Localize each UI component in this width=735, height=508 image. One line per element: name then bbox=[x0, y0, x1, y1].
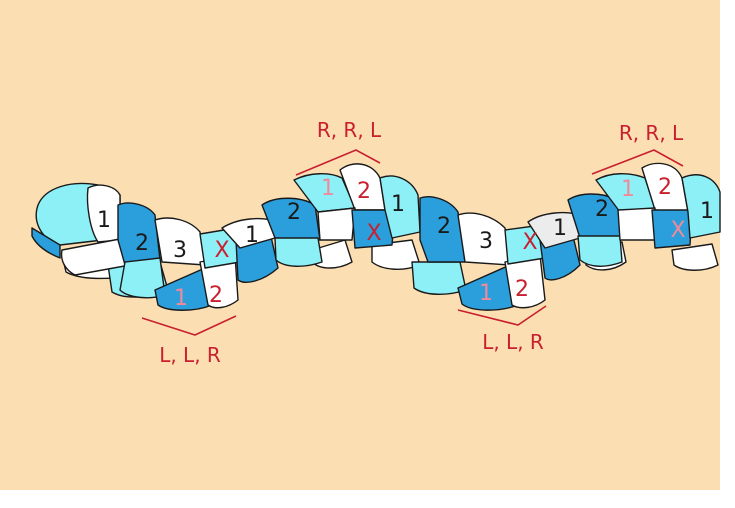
link-mark: 1 bbox=[391, 192, 405, 217]
link-mark: 1 bbox=[245, 223, 259, 248]
braid bbox=[31, 162, 721, 311]
link-mark: 1 bbox=[553, 216, 567, 241]
braid-link bbox=[351, 209, 396, 249]
link-mark: 2 bbox=[658, 175, 672, 200]
link-mark: 2 bbox=[595, 197, 609, 222]
braid-link bbox=[199, 254, 239, 309]
link-mark: 2 bbox=[357, 179, 371, 204]
group-brackets bbox=[141, 149, 684, 336]
link-marks: 1 2 3 X 1 2 1 2 1 2 X 1 2 3 X 1 2 1 2 1 … bbox=[97, 175, 714, 311]
link-mark: 1 bbox=[321, 176, 335, 201]
group-label: L, L, R bbox=[482, 330, 544, 354]
link-mark: 1 bbox=[621, 177, 635, 202]
bracket-lower-1 bbox=[141, 315, 237, 336]
bracket-lower-2 bbox=[457, 305, 547, 326]
link-mark: 2 bbox=[437, 214, 451, 239]
link-mark: X bbox=[522, 230, 537, 255]
group-label: R, R, L bbox=[619, 121, 684, 145]
link-mark: 2 bbox=[515, 277, 529, 302]
link-mark: 1 bbox=[174, 286, 188, 311]
bracket-upper-2 bbox=[591, 149, 684, 175]
braid-link bbox=[617, 207, 656, 241]
link-mark: 1 bbox=[479, 281, 493, 306]
link-mark: 2 bbox=[287, 200, 301, 225]
braid-link bbox=[379, 175, 421, 239]
braid-link bbox=[577, 235, 623, 267]
strand-tip-end bbox=[31, 227, 61, 259]
group-label: L, L, R bbox=[159, 343, 221, 367]
braid-link bbox=[274, 237, 323, 267]
link-mark: 1 bbox=[700, 199, 714, 224]
braid-underside-segment bbox=[671, 243, 719, 271]
bracket-upper-1 bbox=[295, 149, 381, 176]
link-mark: X bbox=[214, 238, 229, 263]
braid-link bbox=[681, 174, 721, 239]
link-mark: 2 bbox=[209, 283, 223, 308]
link-mark: 3 bbox=[479, 229, 493, 254]
link-mark: 1 bbox=[97, 208, 111, 233]
braid-link bbox=[419, 196, 466, 263]
link-mark: 2 bbox=[135, 231, 149, 256]
braid-link bbox=[60, 237, 131, 276]
braid-link bbox=[504, 254, 546, 309]
braid-link bbox=[317, 207, 356, 241]
group-label: R, R, L bbox=[317, 118, 382, 142]
link-mark: 3 bbox=[173, 238, 187, 263]
link-mark: X bbox=[366, 221, 381, 246]
braid-link bbox=[651, 209, 693, 249]
group-labels: L, L, R R, R, L L, L, R R, R, L bbox=[159, 118, 684, 367]
link-mark: X bbox=[670, 218, 685, 243]
